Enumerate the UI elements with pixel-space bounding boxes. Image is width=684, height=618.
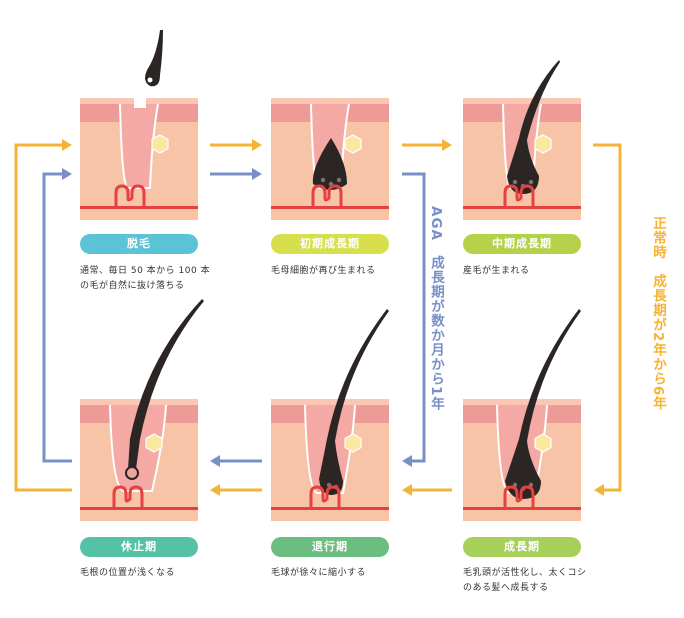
label-seichoki: 成長期 bbox=[463, 537, 581, 557]
label-chuki: 中期成長期 bbox=[463, 234, 581, 254]
desc-line: 毛球が徐々に縮小する bbox=[271, 568, 367, 578]
arrow-2-to-3 bbox=[402, 139, 452, 151]
arrow-normal-cycle-right bbox=[593, 143, 622, 496]
desc-datsumo: 通常、毎日 50 本から 100 本 の毛が自然に抜け落ちる bbox=[80, 264, 220, 294]
panel-datsumo bbox=[80, 98, 198, 220]
desc-line: の毛が自然に抜け落ちる bbox=[80, 281, 185, 291]
desc-line: 毛根の位置が浅くなる bbox=[80, 568, 176, 578]
arrow-aga-cycle bbox=[402, 172, 426, 467]
panel-kyushiki bbox=[80, 299, 204, 521]
desc-shoki: 毛母細胞が再び生まれる bbox=[271, 264, 411, 279]
panel-shoki bbox=[271, 98, 389, 220]
arrow-1-to-2 bbox=[210, 139, 262, 180]
desc-taikoki: 毛球が徐々に縮小する bbox=[271, 566, 411, 581]
desc-line: 毛乳頭が活性化し、太くコシ bbox=[463, 568, 587, 578]
desc-line: 通常、毎日 50 本から 100 本 bbox=[80, 266, 211, 276]
desc-seichoki: 毛乳頭が活性化し、太くコシ のある髪へ成長する bbox=[463, 566, 603, 596]
panel-chuki bbox=[463, 60, 581, 220]
falling-hair-icon bbox=[145, 30, 163, 87]
arrow-5-to-6 bbox=[210, 455, 262, 496]
desc-chuki: 産毛が生まれる bbox=[463, 264, 603, 279]
normal-cycle-label: 正常時 成長期が2年から6年 bbox=[650, 216, 666, 411]
label-taikoki: 退行期 bbox=[271, 537, 389, 557]
label-shoki: 初期成長期 bbox=[271, 234, 389, 254]
desc-kyushiki: 毛根の位置が浅くなる bbox=[80, 566, 220, 581]
desc-line: 産毛が生まれる bbox=[463, 266, 530, 276]
label-kyushiki: 休止期 bbox=[80, 537, 198, 557]
desc-line: 毛母細胞が再び生まれる bbox=[271, 266, 376, 276]
arrow-6-to-1 bbox=[14, 139, 72, 492]
desc-line: のある髪へ成長する bbox=[463, 583, 549, 593]
panel-taikoki bbox=[271, 309, 389, 521]
label-datsumo: 脱毛 bbox=[80, 234, 198, 254]
panel-seichoki bbox=[463, 309, 581, 521]
aga-cycle-label: AGA 成長期が数か月から1年 bbox=[428, 206, 444, 411]
arrow-4-to-5 bbox=[402, 484, 452, 496]
